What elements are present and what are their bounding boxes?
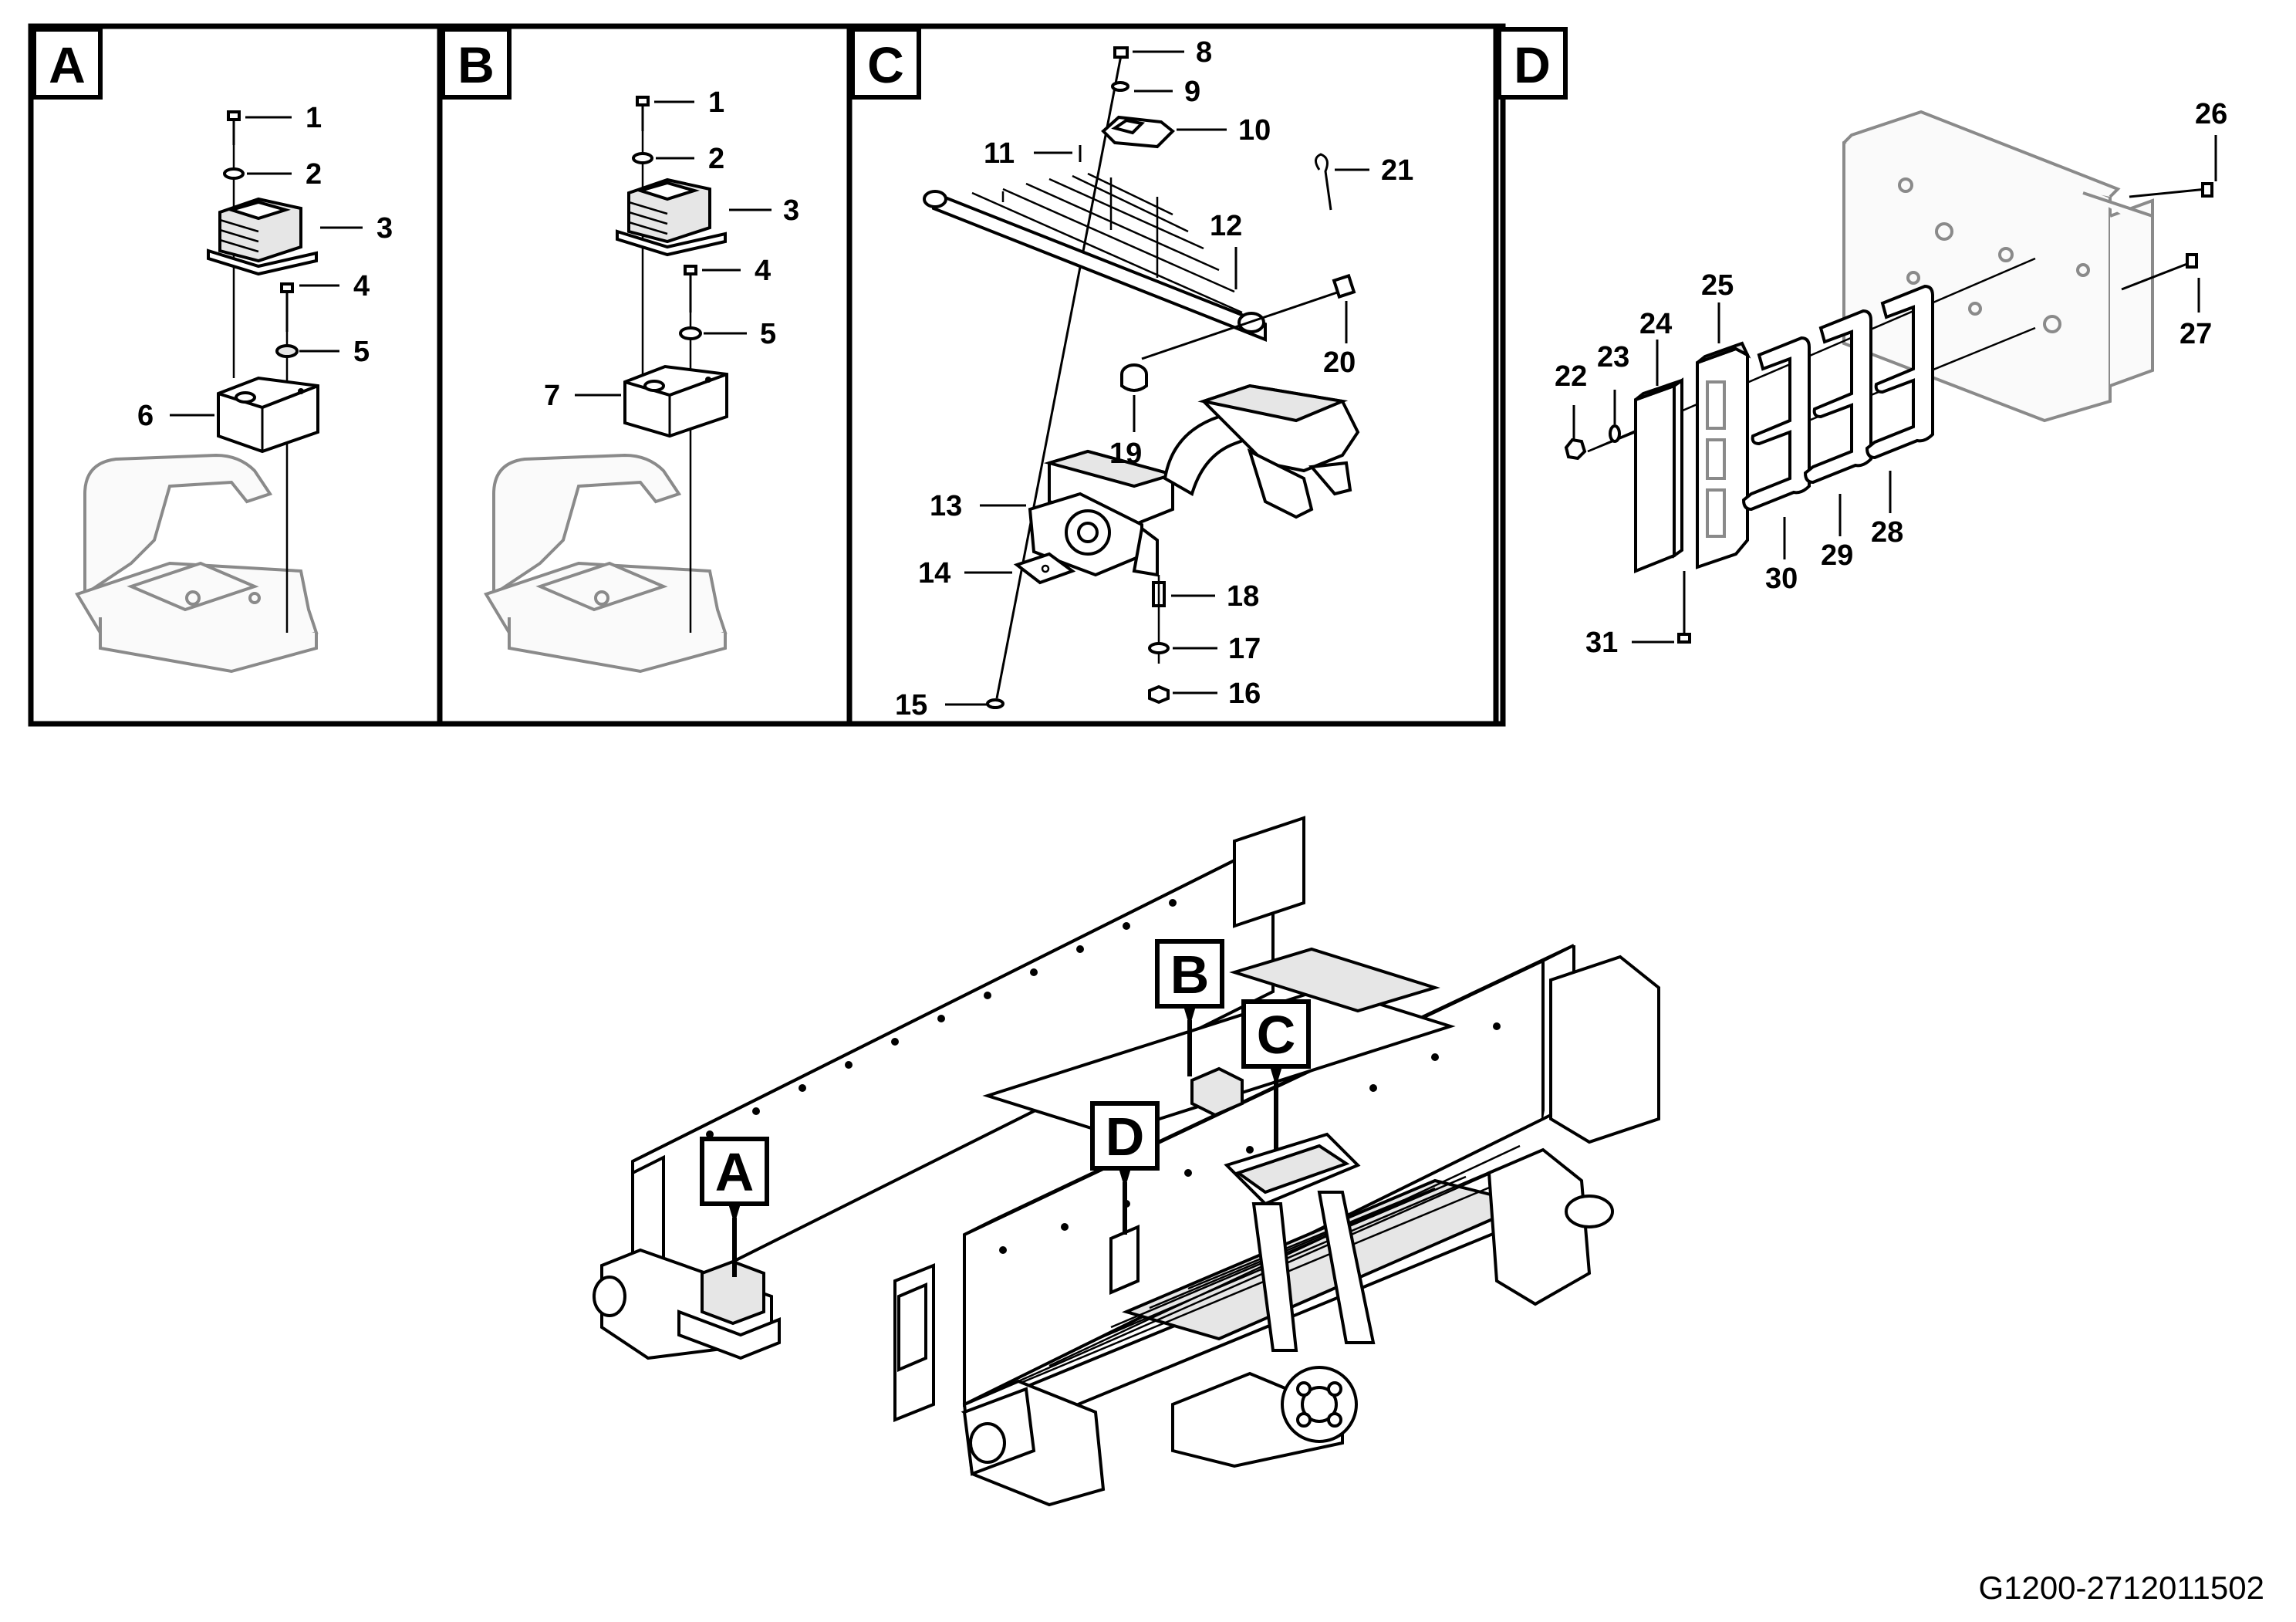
panel-d-drawing: 22 23 24 25 26 27 28 29 30 31 bbox=[1555, 98, 2227, 659]
part-number-1: 1 bbox=[306, 102, 322, 134]
part-number-3: 3 bbox=[783, 194, 799, 227]
panel-letter: A bbox=[49, 36, 86, 93]
frame-assembly-drawing bbox=[593, 816, 1660, 1507]
part-number-27: 27 bbox=[2180, 318, 2212, 350]
part-number-26: 26 bbox=[2195, 98, 2227, 130]
callout-a: A bbox=[700, 1137, 769, 1277]
panel-label-b: B bbox=[441, 27, 512, 100]
part-number-11: 11 bbox=[984, 137, 1015, 170]
panel-letter: D bbox=[1514, 36, 1551, 93]
part-number-20: 20 bbox=[1323, 346, 1356, 379]
callout-letter: B bbox=[1170, 944, 1210, 1005]
part-number-25: 25 bbox=[1701, 269, 1734, 302]
figure-code: G1200-2712011502 bbox=[1978, 1570, 2264, 1606]
callout-letter: A bbox=[715, 1142, 755, 1202]
callout-letter: C bbox=[1257, 1005, 1296, 1065]
panel-a-drawing: 1 2 3 4 5 6 bbox=[75, 102, 393, 674]
part-number-14: 14 bbox=[918, 557, 950, 590]
part-number-23: 23 bbox=[1597, 341, 1629, 373]
part-number-29: 29 bbox=[1821, 539, 1853, 572]
part-number-19: 19 bbox=[1109, 438, 1142, 470]
panel-label-c: C bbox=[850, 27, 921, 100]
callout-b: B bbox=[1155, 939, 1224, 1076]
part-number-16: 16 bbox=[1228, 678, 1261, 710]
part-number-28: 28 bbox=[1871, 516, 1903, 549]
part-number-18: 18 bbox=[1227, 580, 1259, 613]
part-number-15: 15 bbox=[895, 689, 927, 721]
part-number-22: 22 bbox=[1555, 360, 1587, 393]
part-number-5: 5 bbox=[760, 318, 776, 350]
panel-label-d: D bbox=[1497, 27, 1568, 100]
callout-letter: D bbox=[1106, 1107, 1145, 1167]
part-number-8: 8 bbox=[1196, 36, 1212, 69]
part-number-30: 30 bbox=[1765, 563, 1798, 595]
part-number-13: 13 bbox=[930, 490, 962, 522]
part-number-7: 7 bbox=[544, 380, 560, 412]
part-number-31: 31 bbox=[1585, 627, 1618, 659]
part-number-1: 1 bbox=[708, 86, 724, 119]
part-number-2: 2 bbox=[306, 158, 322, 191]
part-number-12: 12 bbox=[1210, 210, 1242, 242]
part-number-24: 24 bbox=[1639, 308, 1672, 340]
part-number-5: 5 bbox=[353, 336, 370, 368]
panel-frames bbox=[28, 23, 1506, 727]
part-number-10: 10 bbox=[1238, 114, 1271, 147]
panel-letter: B bbox=[458, 36, 495, 93]
part-number-3: 3 bbox=[376, 212, 393, 245]
part-number-6: 6 bbox=[137, 400, 154, 432]
panel-c-drawing: 8 9 10 11 12 13 14 15 16 17 18 19 20 21 bbox=[895, 36, 1413, 721]
panel-label-a: A bbox=[32, 27, 103, 100]
callout-d: D bbox=[1090, 1101, 1160, 1235]
panel-letter: C bbox=[867, 36, 904, 93]
part-number-4: 4 bbox=[353, 270, 370, 302]
part-number-21: 21 bbox=[1381, 154, 1413, 187]
part-number-4: 4 bbox=[755, 255, 771, 287]
part-number-17: 17 bbox=[1228, 633, 1261, 665]
part-number-2: 2 bbox=[708, 143, 724, 175]
callout-c: C bbox=[1241, 999, 1311, 1150]
part-number-9: 9 bbox=[1184, 76, 1200, 108]
panel-b-drawing: 1 2 3 4 5 7 bbox=[484, 86, 799, 674]
